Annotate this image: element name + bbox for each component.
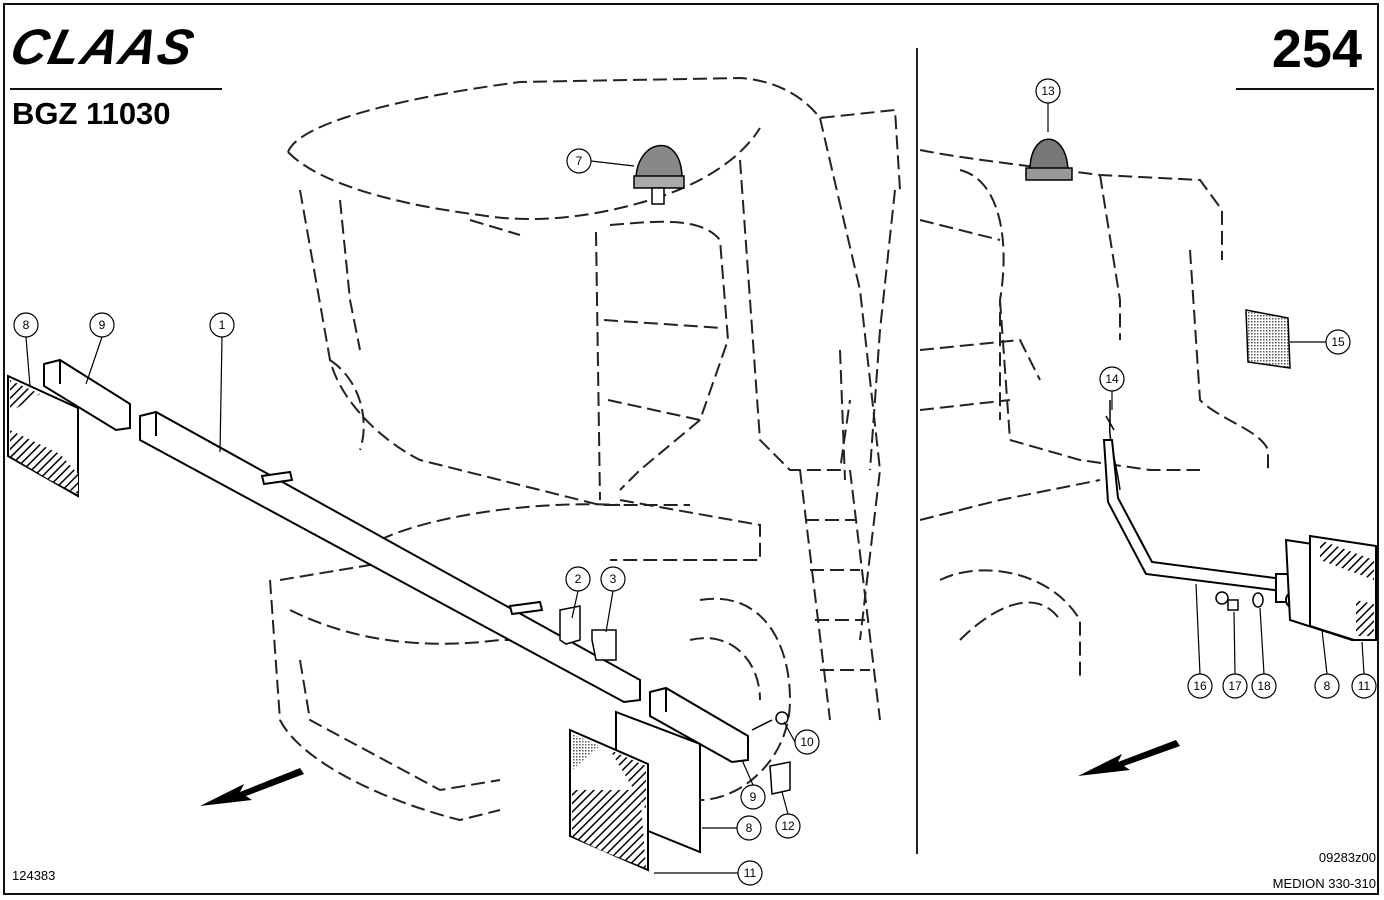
callout-9-right: 9 xyxy=(750,790,757,804)
footer-drawing-ref: 09283z00 xyxy=(1318,850,1376,865)
reflector-plate-11-left-view xyxy=(569,728,649,872)
callout-14: 14 xyxy=(1105,372,1119,386)
callout-circle-11 xyxy=(1351,673,1377,699)
bracket-3 xyxy=(591,629,617,661)
tube-9-left xyxy=(43,358,131,432)
callout-circle-17 xyxy=(1222,673,1248,699)
page-number: 254 xyxy=(1271,19,1362,79)
footer-left-number: 124383 xyxy=(12,868,56,883)
callout-circle-3 xyxy=(600,566,626,592)
bolt-10 xyxy=(751,711,789,731)
callout-11-left: 11 xyxy=(744,866,757,880)
warning-plate-8-left xyxy=(7,374,79,498)
callout-10: 10 xyxy=(800,735,814,749)
mounting-arm-16 xyxy=(1102,439,1303,609)
reflector-15 xyxy=(1245,309,1291,369)
nut-17 xyxy=(1215,591,1239,611)
callout-11-rear: 11 xyxy=(1358,679,1371,693)
view-divider xyxy=(916,48,918,854)
callout-circle-9 xyxy=(740,784,766,810)
callout-circle-2 xyxy=(565,566,591,592)
bracket-2 xyxy=(559,605,581,645)
direction-arrow-left xyxy=(200,768,304,806)
reflector-plate-11-rear xyxy=(1309,534,1377,641)
callout-7: 7 xyxy=(576,154,583,168)
callout-circle-1 xyxy=(209,312,235,338)
callout-circle-7 xyxy=(566,148,592,174)
callout-circle-16 xyxy=(1187,673,1213,699)
callout-circle-8 xyxy=(736,815,762,841)
beacon-light-7 xyxy=(633,145,685,205)
sheet-border xyxy=(3,3,1379,895)
callout-circle-8 xyxy=(1314,673,1340,699)
callout-circle-12 xyxy=(775,813,801,839)
callout-16: 16 xyxy=(1193,679,1207,693)
machine-outline-right xyxy=(919,149,1269,680)
callout-leaders xyxy=(25,103,1365,874)
crossbar-1 xyxy=(139,410,641,704)
callout-1: 1 xyxy=(219,318,226,332)
callout-circle-11 xyxy=(737,860,763,886)
callout-15: 15 xyxy=(1331,335,1345,349)
callout-8-left: 8 xyxy=(23,318,30,332)
callout-circle-10 xyxy=(794,729,820,755)
callout-3: 3 xyxy=(610,572,617,586)
footer-model: MEDION 330-310 xyxy=(1272,876,1376,891)
header-rule-right xyxy=(1236,88,1374,90)
callout-18: 18 xyxy=(1257,679,1271,693)
tube-9-right xyxy=(649,686,749,764)
callout-circle-15 xyxy=(1325,329,1351,355)
callout-8-rear: 8 xyxy=(1324,679,1331,693)
clip-12 xyxy=(769,761,791,795)
beacon-light-13 xyxy=(1025,138,1073,181)
washer-18 xyxy=(1252,592,1264,608)
machine-outline-left xyxy=(269,76,901,822)
callout-circle-13 xyxy=(1035,78,1061,104)
direction-arrow-right xyxy=(1078,740,1180,776)
callout-12: 12 xyxy=(781,819,795,833)
document-code: BGZ 11030 xyxy=(12,96,171,131)
callout-2: 2 xyxy=(575,572,582,586)
callout-circle-14 xyxy=(1099,366,1125,392)
callout-circle-8 xyxy=(13,312,39,338)
header-rule-left xyxy=(10,88,222,90)
callout-13: 13 xyxy=(1041,84,1055,98)
callout-8-right: 8 xyxy=(746,821,753,835)
callout-circle-9 xyxy=(89,312,115,338)
callout-circle-18 xyxy=(1251,673,1277,699)
callout-9-left: 9 xyxy=(99,318,106,332)
callout-17: 17 xyxy=(1228,679,1242,693)
